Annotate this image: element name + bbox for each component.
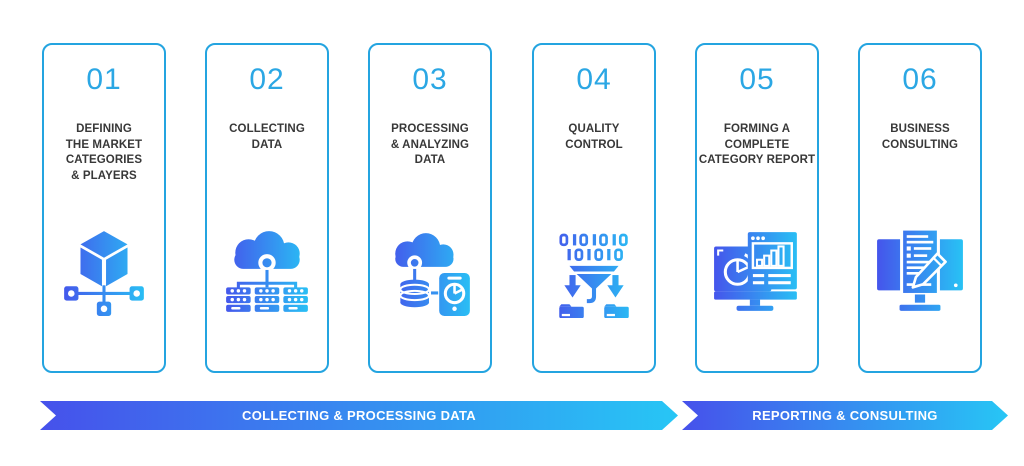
step-number: 06 [902,63,938,96]
step-title: PROCESSING & ANALYZING DATA [390,123,470,167]
step-card-06: 06 BUSINESS CONSULTING [858,43,982,373]
cloud-database-mobile-icon [384,226,476,318]
banner-label: REPORTING & CONSULTING [752,408,938,423]
step-number: 05 [739,63,775,96]
step-title: DEFINING THE MARKET CATEGORIES & PLAYERS [65,123,143,182]
step-title: BUSINESS CONSULTING [881,123,959,151]
cube-network-icon [58,226,150,318]
step-number: 03 [412,63,448,96]
step-title: QUALITY CONTROL [565,123,623,151]
step-card-02: 02 COLLECTING DATA [205,43,329,373]
step-number: 01 [86,63,122,96]
banner-reporting-consulting: REPORTING & CONSULTING [682,401,1008,430]
step-card-03: 03 PROCESSING & ANALYZING DATA [368,43,492,373]
step-number: 04 [576,63,612,96]
monitor-document-pencil-icon [874,226,966,318]
step-card-05: 05 FORMING A COMPLETE CATEGORY REPORT [695,43,819,373]
binary-filter-folders-icon [548,226,640,318]
step-title: FORMING A COMPLETE CATEGORY REPORT [698,123,816,167]
monitor-charts-report-icon [711,226,803,318]
step-number: 02 [249,63,285,96]
cloud-servers-icon [221,226,313,318]
step-card-04: 04 QUALITY CONTROL [532,43,656,373]
banner-label: COLLECTING & PROCESSING DATA [242,408,476,423]
banner-collecting-processing-data: COLLECTING & PROCESSING DATA [40,401,678,430]
step-card-01: 01 DEFINING THE MARKET CATEGORIES & PLAY… [42,43,166,373]
step-title: COLLECTING DATA [229,123,305,151]
